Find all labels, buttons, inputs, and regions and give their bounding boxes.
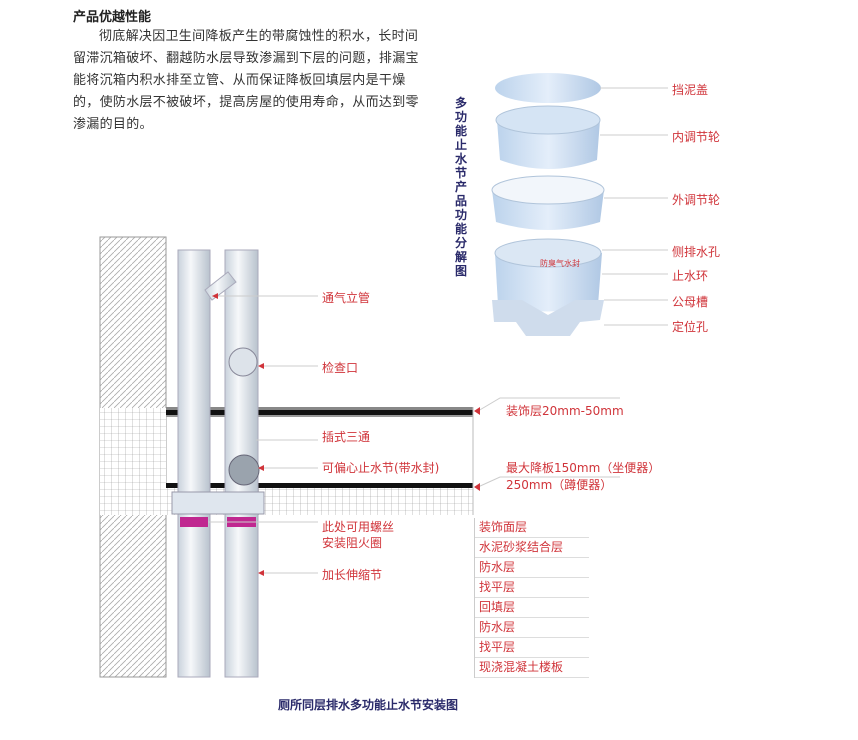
- label-vent-pipe: 通气立管: [322, 291, 371, 305]
- label-side-drain: 侧排水孔: [672, 245, 721, 259]
- label-locating-hole: 定位孔: [672, 320, 709, 334]
- label-decor-thickness: 装饰层20mm-50mm: [506, 404, 624, 418]
- label-drop-squat: 250mm（蹲便器）: [506, 478, 613, 492]
- eccentric-seal: [228, 454, 260, 486]
- caption: 厕所同层排水多功能止水节安装图: [278, 698, 459, 712]
- label-mud-cover: 挡泥盖: [672, 83, 709, 97]
- label-eccentric: 可偏心止水节(带水封): [322, 461, 440, 475]
- layer-item: 装饰面层: [475, 518, 589, 538]
- label-groove: 公母槽: [672, 295, 709, 309]
- layer-item: 回填层: [475, 598, 589, 618]
- label-firering-1: 此处可用螺丝: [322, 520, 395, 534]
- label-outer-adjust: 外调节轮: [672, 193, 721, 207]
- label-extension: 加长伸缩节: [322, 568, 383, 582]
- inspection-port: [228, 347, 258, 377]
- exploded-title: 多功能止水节产品功能分解图: [455, 96, 468, 278]
- heading: 产品优越性能: [73, 10, 152, 25]
- layer-item: 水泥砂浆结合层: [475, 538, 589, 558]
- slab-top: [166, 483, 473, 488]
- layer-item: 防水层: [475, 558, 589, 578]
- vent-pipe: [177, 249, 211, 678]
- label-odor-seal: 防臭气水封: [540, 259, 580, 268]
- label-inspection: 检查口: [322, 361, 359, 375]
- layer-item: 找平层: [475, 578, 589, 598]
- layer-list: 装饰面层 水泥砂浆结合层 防水层 找平层 回填层 防水层 找平层 现浇混凝土楼板: [474, 518, 589, 678]
- leader-lines: [208, 87, 668, 574]
- layer-item: 现浇混凝土楼板: [475, 658, 589, 678]
- label-firering-2: 安装阻火圈: [322, 536, 383, 550]
- layer-item: 找平层: [475, 638, 589, 658]
- intro-text: 彻底解决因卫生间降板产生的带腐蚀性的积水，长时间留滞沉箱破坏、翻越防水层导致渗漏…: [73, 29, 419, 132]
- label-inner-adjust: 内调节轮: [672, 130, 721, 144]
- label-water-ring: 止水环: [672, 269, 709, 283]
- label-max-drop: 最大降板150mm（坐便器）: [506, 461, 661, 475]
- label-tee: 插式三通: [322, 430, 371, 444]
- layer-item: 防水层: [475, 618, 589, 638]
- base-flange: [492, 300, 604, 336]
- decor-layer: [166, 407, 473, 410]
- water-stop-body: [495, 253, 602, 312]
- mud-cover: [495, 73, 601, 103]
- wall-slab-grid: [100, 408, 166, 515]
- fire-ring: [180, 517, 208, 527]
